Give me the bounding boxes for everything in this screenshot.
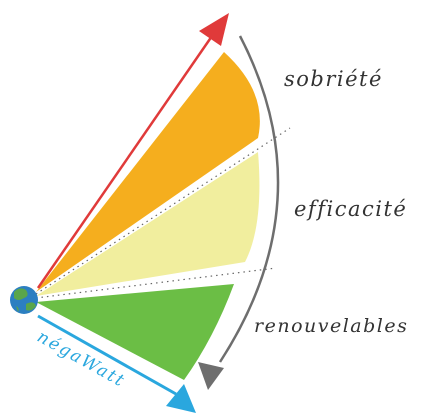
label-efficacite: efficacité xyxy=(294,197,407,221)
renouvelables-wedge xyxy=(36,284,234,380)
label-sobriete: sobriété xyxy=(284,67,383,91)
curved-arrow-down-icon xyxy=(198,35,280,390)
sobriete-wedge xyxy=(36,52,260,292)
efficacite-wedge xyxy=(36,152,260,296)
earth-globe-icon xyxy=(10,286,38,314)
arrow-up-right-icon xyxy=(36,13,229,289)
arrow-down-right-icon xyxy=(37,314,196,413)
separator-top-dotted xyxy=(35,127,291,295)
label-renouvelables: renouvelables xyxy=(254,315,408,337)
